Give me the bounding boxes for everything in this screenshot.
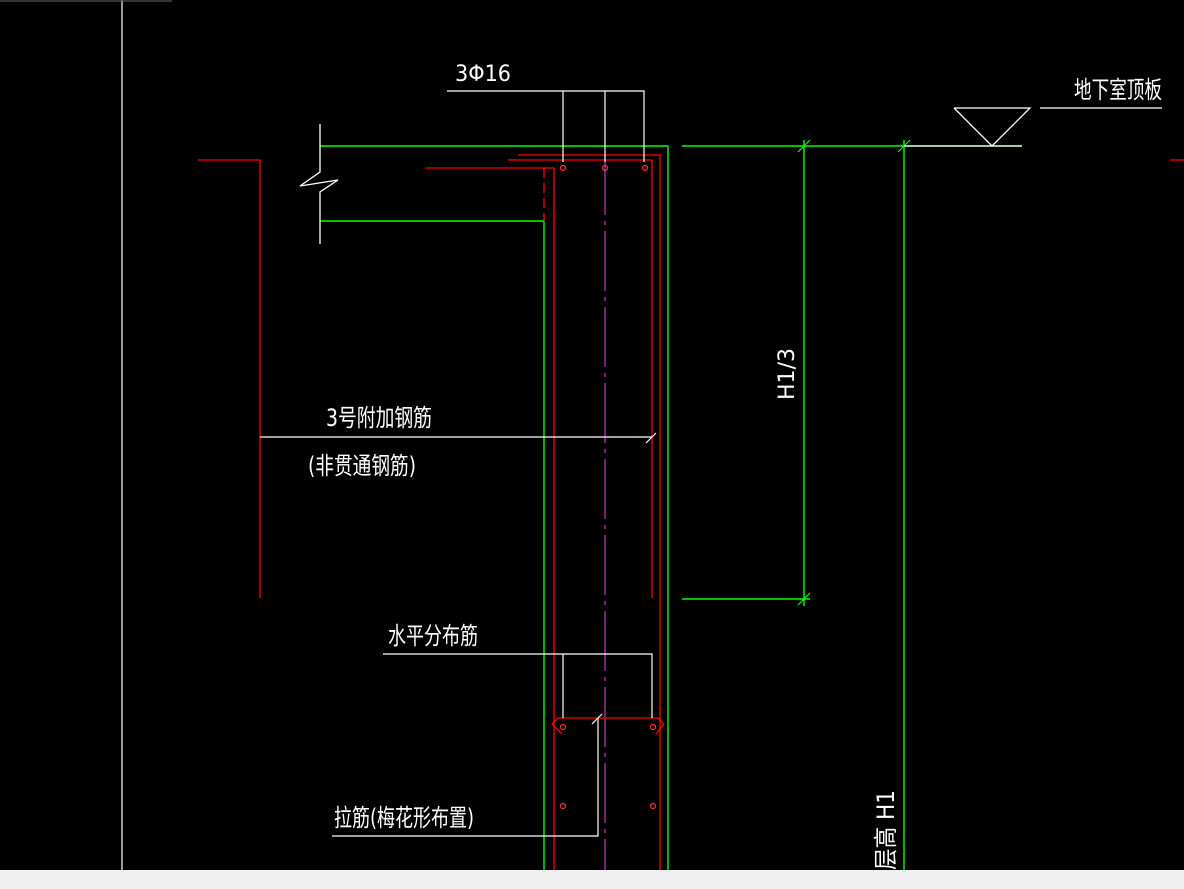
tie-rebar-label: 拉筋(梅花形布置)	[334, 804, 474, 832]
tie-hook	[551, 717, 665, 735]
slab-level-symbol	[904, 107, 1032, 147]
additional-rebar-note: (非贯通钢筋)	[308, 452, 416, 480]
horizontal-rebar-label: 水平分布筋	[388, 622, 478, 650]
dim-third-label: H1/3	[775, 348, 800, 400]
dimension-ticks	[797, 139, 911, 606]
break-line-symbol	[299, 124, 339, 244]
story-height-label: 层高 H1	[872, 790, 900, 870]
status-bar	[0, 870, 1184, 889]
wall-concrete-outline	[320, 140, 1022, 870]
additional-rebar-bracket	[198, 159, 261, 598]
cad-drawing-canvas[interactable]: 3Φ16 地下室顶板 H1/3 3号附加钢筋 (非贯通钢筋) 水平分布筋 拉筋(…	[0, 0, 1184, 870]
additional-rebar-label: 3号附加钢筋	[326, 404, 432, 432]
wall-vertical-rebar	[425, 154, 1184, 870]
top-rebar-dots	[559, 164, 657, 810]
top-rebar-label: 3Φ16	[455, 62, 511, 87]
leader-lines	[260, 90, 1162, 837]
viewport-border	[0, 0, 172, 870]
slab-label: 地下室顶板	[1074, 76, 1162, 104]
